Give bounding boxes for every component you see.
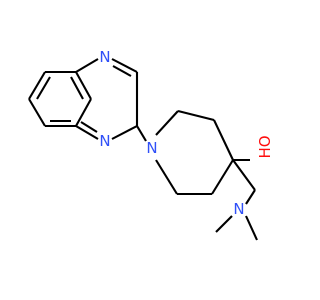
bond bbox=[75, 125, 99, 140]
nitrogen-label: N bbox=[99, 132, 110, 150]
bond bbox=[111, 58, 138, 73]
bond bbox=[213, 119, 234, 161]
bond bbox=[155, 110, 179, 136]
quinoxaline-pyrazine-ring bbox=[75, 58, 139, 140]
bond bbox=[215, 215, 233, 233]
bond bbox=[75, 71, 92, 100]
atom-labels: N N N HO N bbox=[99, 48, 274, 218]
bond bbox=[75, 58, 99, 73]
nitrogen-label: N bbox=[146, 139, 157, 157]
bond-inner bbox=[112, 65, 132, 77]
bond bbox=[111, 125, 138, 140]
bond bbox=[177, 109, 215, 122]
substituents bbox=[215, 158, 258, 241]
chemical-structure-diagram: N N N HO N bbox=[28, 48, 274, 241]
bond-inner bbox=[80, 121, 98, 133]
bond bbox=[28, 98, 46, 127]
bond-inner bbox=[36, 76, 51, 100]
azepane-ring bbox=[136, 109, 234, 196]
bond bbox=[28, 71, 46, 100]
bond bbox=[232, 159, 256, 191]
bond bbox=[155, 159, 178, 195]
nitrogen-label: N bbox=[233, 200, 244, 218]
hydroxyl-label: HO bbox=[256, 135, 274, 158]
nitrogen-label: N bbox=[99, 48, 110, 66]
bond bbox=[75, 98, 92, 127]
bond-inner bbox=[70, 76, 84, 100]
bond bbox=[245, 189, 256, 205]
bond bbox=[136, 125, 147, 142]
quinoxaline-benzo-ring bbox=[28, 70, 92, 128]
bond bbox=[245, 215, 258, 241]
bond bbox=[211, 159, 234, 195]
